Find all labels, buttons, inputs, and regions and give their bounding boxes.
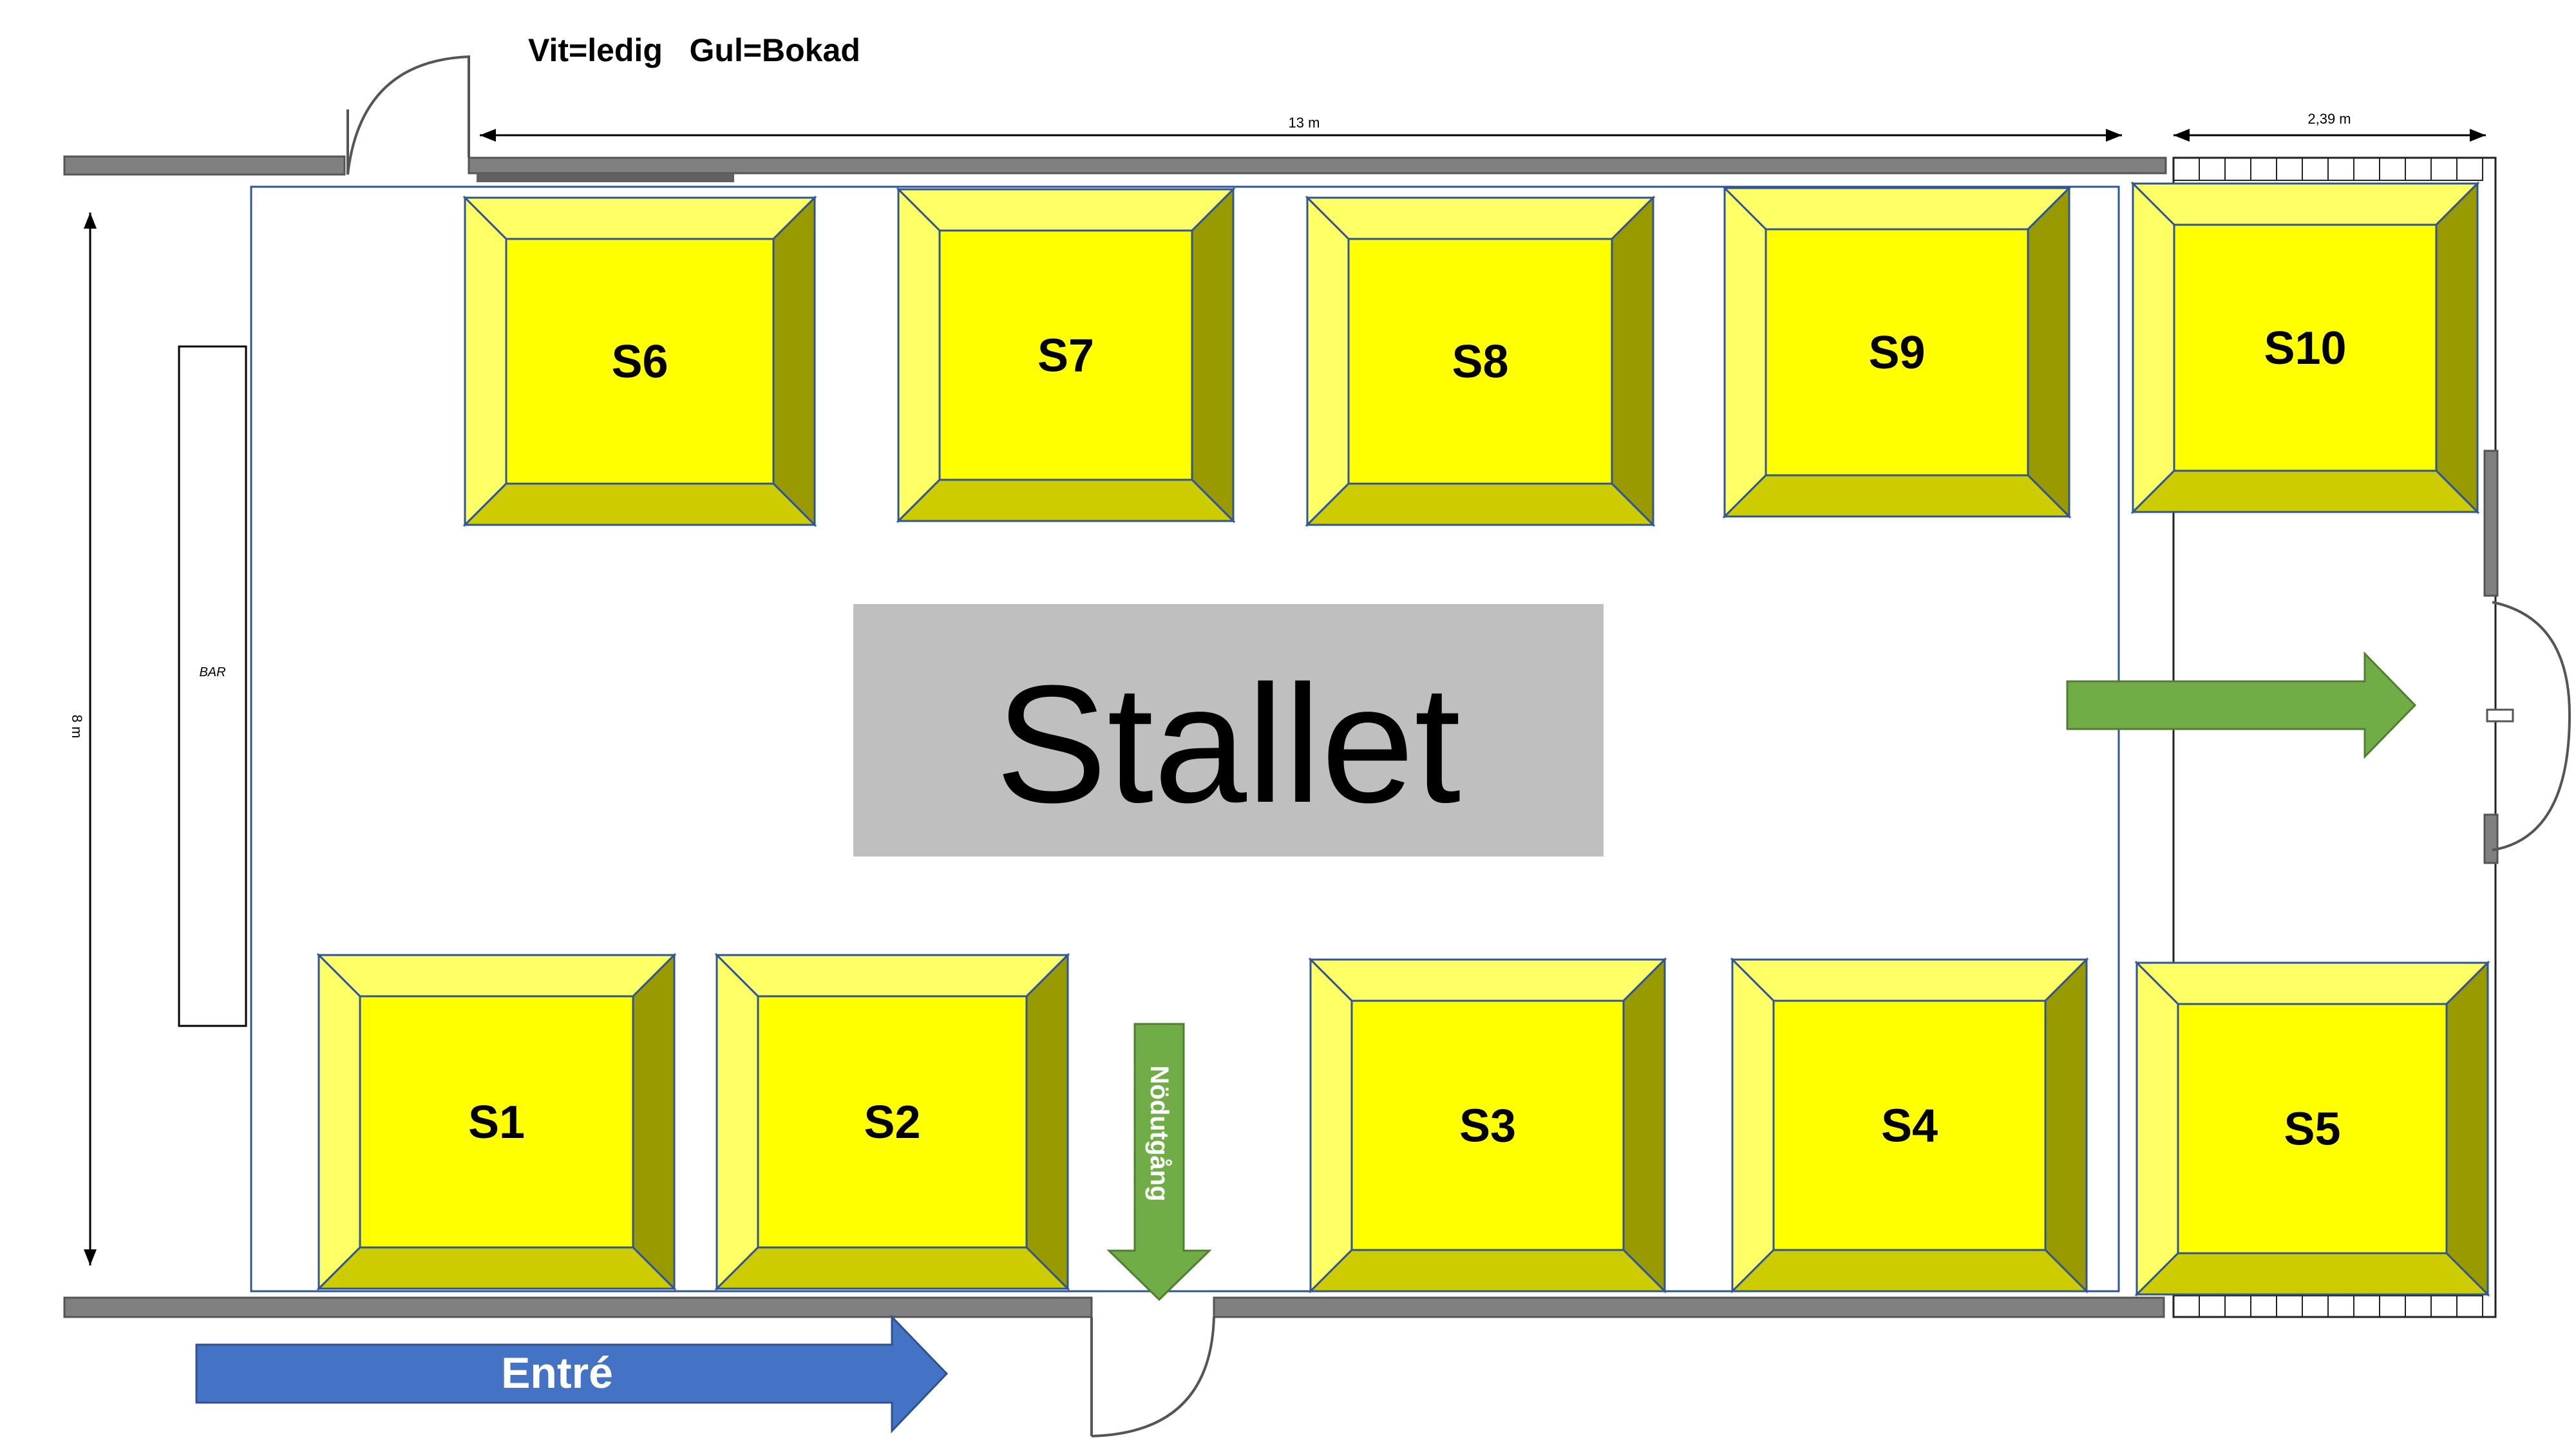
dimension-side-label: 2,39 m	[2307, 111, 2351, 127]
dimension-length: 13 m	[480, 115, 2122, 142]
stall-label: S7	[1037, 330, 1094, 382]
wall-right-upper	[2483, 450, 2499, 597]
wall-right-lower	[2483, 813, 2499, 864]
stallet-area: Stallet	[853, 604, 1604, 857]
stall-s9[interactable]: S9	[1722, 185, 2072, 519]
wall-bottom-left	[63, 1296, 1093, 1318]
entrance-label: Entré	[501, 1349, 613, 1397]
stallet-label: Stallet	[996, 651, 1462, 838]
legend-text: Vit=ledig Gul=Bokad	[528, 32, 860, 68]
stall-s10[interactable]: S10	[2130, 181, 2480, 515]
wall-top-inner	[477, 173, 734, 182]
stall-s1[interactable]: S1	[316, 952, 677, 1291]
dimension-length-label: 13 m	[1289, 115, 1320, 131]
wall-top-main	[468, 156, 2167, 175]
stall-label: S1	[468, 1097, 525, 1148]
stall-label: S10	[2264, 323, 2346, 374]
stall-s7[interactable]: S7	[896, 187, 1236, 524]
dimension-width: 8 m	[69, 213, 97, 1265]
stalls: S1 S2 S3 S4 S5 S6 S7 S8 S9 S10	[316, 181, 2490, 1297]
wall-right-outline	[2172, 156, 2497, 1318]
stall-s3[interactable]: S3	[1308, 957, 1667, 1294]
stall-label: S2	[864, 1097, 920, 1148]
bar-label: BAR	[199, 665, 225, 679]
floor-outline	[250, 185, 2120, 1293]
stall-s4[interactable]: S4	[1730, 957, 2089, 1294]
stall-s8[interactable]: S8	[1305, 195, 1656, 527]
wall-top-left	[63, 155, 346, 176]
dimension-width-label: 8 m	[69, 715, 85, 739]
wall-bottom-right	[1213, 1296, 2165, 1318]
stall-s6[interactable]: S6	[462, 195, 817, 527]
entrance-arrow: Entré	[195, 1314, 949, 1434]
stall-s2[interactable]: S2	[714, 952, 1070, 1291]
stall-label: S3	[1459, 1101, 1516, 1152]
stall-label: S9	[1868, 327, 1925, 379]
door-right	[2486, 601, 2571, 851]
hatch-bottom	[2173, 1295, 2483, 1318]
emergency-exit-label: Nödutgång	[1145, 1065, 1173, 1201]
stall-label: S8	[1452, 336, 1508, 388]
stall-label: S5	[2284, 1104, 2340, 1155]
bar: BAR	[178, 345, 247, 1027]
emergency-exit-arrow: Nödutgång	[1106, 1023, 1212, 1302]
stall-label: S6	[611, 336, 668, 388]
door-bottom	[1090, 1316, 1215, 1437]
stall-s5[interactable]: S5	[2134, 960, 2490, 1297]
hatch-top	[2173, 157, 2483, 181]
dimension-side: 2,39 m	[2174, 111, 2486, 142]
exit-arrow-right	[2066, 651, 2417, 759]
door-top-left	[346, 55, 470, 175]
stall-label: S4	[1881, 1101, 1938, 1152]
